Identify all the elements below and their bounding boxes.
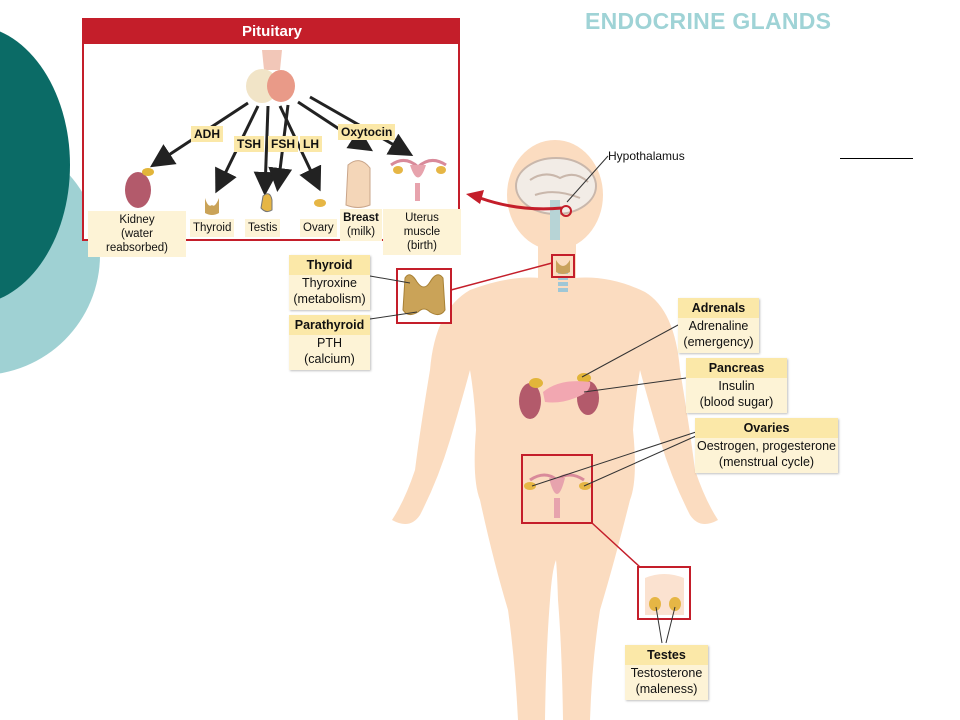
hypothalamus-label: Hypothalamus <box>608 149 685 163</box>
hormone-tsh: TSH <box>234 136 264 152</box>
adrenals-box-title: Adrenals <box>678 298 759 318</box>
hormone-lh: LH <box>300 136 322 152</box>
target-thyroid: Thyroid <box>190 219 235 237</box>
leader-lines <box>369 155 697 644</box>
pituitary-header: Pituitary <box>84 20 460 44</box>
parathyroid-box-hormone: PTH <box>317 336 342 350</box>
target-breast-effect: (milk) <box>346 226 376 238</box>
pancreas <box>543 381 591 403</box>
parathyroid-box: Parathyroid PTH (calcium) <box>289 315 370 370</box>
thyroid-zoom <box>402 274 446 316</box>
target-uterus-name: Uterus muscle <box>403 212 441 238</box>
target-uterus: Uterus muscle (birth) <box>383 209 461 255</box>
adrenals-box-hormone: Adrenaline <box>688 319 749 333</box>
hormone-adh: ADH <box>191 126 223 142</box>
thyroid-icon <box>205 198 219 215</box>
pituitary-marker <box>560 205 572 217</box>
target-ovary: Ovary <box>300 219 337 237</box>
pancreas-box: Pancreas Insulin (blood sugar) <box>686 358 787 413</box>
thyroid-box-hormone: Thyroxine <box>302 276 357 290</box>
breast-icon <box>345 160 371 208</box>
target-breast: Breast (milk) <box>340 209 382 241</box>
adrenals-box: Adrenals Adrenaline (emergency) <box>678 298 759 353</box>
ovaries-box-hormone: Oestrogen, progesterone <box>697 439 836 453</box>
testes-box-title: Testes <box>625 645 708 665</box>
uterus-body <box>549 478 565 494</box>
testes-box-effect: (maleness) <box>635 682 698 696</box>
ovary-left <box>524 482 536 490</box>
target-kidney-name: Kidney <box>119 214 155 226</box>
hormone-fsh: FSH <box>268 136 298 152</box>
parathyroid-box-effect: (calcium) <box>304 352 355 366</box>
slide-title: ENDOCRINE GLANDS <box>585 8 832 34</box>
testis-icon <box>260 193 273 213</box>
thyroid-box: Thyroid Thyroxine (metabolism) <box>289 255 370 310</box>
target-uterus-effect: (birth) <box>406 240 438 252</box>
divider-line <box>840 158 913 159</box>
neck-thyroid-box <box>551 254 575 278</box>
ovaries-box-title: Ovaries <box>695 418 838 438</box>
parathyroid-box-title: Parathyroid <box>289 315 370 335</box>
adrenal-right <box>577 373 591 383</box>
kidney-icon <box>125 172 151 208</box>
target-testis: Testis <box>245 219 281 237</box>
ovary-icon <box>314 199 326 207</box>
adrenals-box-effect: (emergency) <box>683 335 754 349</box>
pancreas-box-hormone: Insulin <box>718 379 755 393</box>
adrenal-left <box>529 378 543 388</box>
thyroid-box-effect: (metabolism) <box>293 292 366 306</box>
testis-left <box>649 597 661 611</box>
ovaries-box-effect: (menstrual cycle) <box>718 455 815 469</box>
brainstem <box>550 200 560 240</box>
testis-right <box>669 597 681 611</box>
testes-box-hormone: Testosterone <box>630 666 703 680</box>
hormone-oxytocin: Oxytocin <box>338 124 396 140</box>
neck-thyroid <box>556 260 570 274</box>
pituitary-posterior <box>267 70 295 102</box>
target-breast-name: Breast <box>343 212 379 224</box>
target-kidney: Kidney (water reabsorbed) <box>88 211 186 257</box>
teal-dark-circle <box>0 31 70 299</box>
pancreas-box-title: Pancreas <box>686 358 787 378</box>
pituitary-arrow <box>479 196 563 211</box>
ovaries-box: Ovaries Oestrogen, progesterone (menstru… <box>695 418 838 473</box>
thyroid-box-title: Thyroid <box>289 255 370 275</box>
testes-box: Testes Testosterone (maleness) <box>625 645 708 700</box>
kidney-left <box>519 383 541 419</box>
uterus-box <box>521 454 593 524</box>
target-kidney-effect: (water reabsorbed) <box>105 228 168 254</box>
pancreas-box-effect: (blood sugar) <box>699 395 774 409</box>
